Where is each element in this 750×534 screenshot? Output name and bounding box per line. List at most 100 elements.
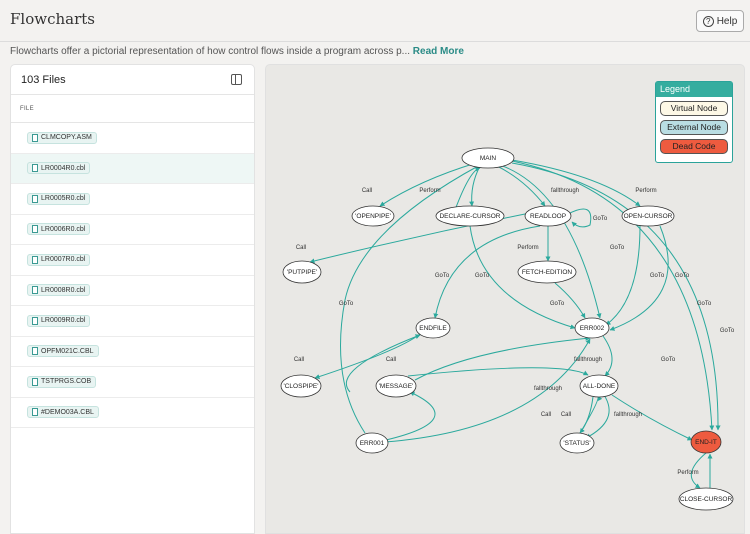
file-icon [32, 133, 38, 142]
file-icon [32, 316, 38, 325]
node-shape[interactable] [355, 432, 389, 454]
flow-edge [340, 164, 481, 434]
node-shape[interactable] [517, 260, 577, 284]
flow-node-closecursor[interactable]: CLOSE-CURSOR [678, 487, 734, 511]
edge-label: Call [561, 412, 571, 418]
flow-node-message[interactable]: 'MESSAGE' [375, 374, 417, 398]
edge-label: fallthrough [534, 386, 562, 392]
flow-node-endit[interactable]: END-IT [690, 430, 722, 454]
edge-label: Call [541, 412, 551, 418]
flow-node-alldone[interactable]: ALL-DONE [579, 374, 619, 398]
file-chip[interactable]: #DEMO03A.CBL [27, 406, 99, 419]
file-row[interactable]: LR0005R0.cbl [11, 184, 254, 215]
node-label: 'OPENPIPE' [355, 213, 391, 220]
flow-node-status[interactable]: 'STATUS' [559, 432, 595, 454]
flow-edge [585, 394, 610, 439]
flow-node-endfile[interactable]: ENDFILE [415, 317, 451, 339]
collapse-panel-icon[interactable] [231, 74, 242, 85]
node-shape[interactable] [579, 374, 619, 398]
flow-node-declare[interactable]: DECLARE-CURSOR [435, 205, 505, 227]
edge-label: Call [296, 245, 306, 251]
flow-edge [511, 159, 641, 207]
flow-edge [602, 335, 613, 377]
file-row[interactable]: LR0007R0.cbl [11, 245, 254, 276]
file-row[interactable]: LR0004R0.cbl [11, 153, 254, 184]
edge-label: GoTo [650, 273, 665, 279]
flow-node-opencursor[interactable]: OPEN-CURSOR [621, 205, 675, 227]
node-shape[interactable] [524, 205, 572, 227]
flow-edge [379, 162, 477, 207]
node-label: CLOSE-CURSOR [680, 496, 733, 503]
edge-label: Perform [677, 470, 698, 476]
node-label: 'STATUS' [563, 440, 590, 447]
flow-edge [384, 338, 591, 443]
file-chip[interactable]: OPFM021C.CBL [27, 345, 99, 358]
legend-virtual-node: Virtual Node [660, 101, 728, 116]
edge-label: Perform [517, 245, 538, 251]
file-name: OPFM021C.CBL [41, 347, 94, 355]
file-icon [32, 347, 38, 356]
flow-node-fetch[interactable]: FETCH-EDITION [517, 260, 577, 284]
flow-edge [433, 225, 541, 319]
node-shape[interactable] [690, 430, 722, 454]
flow-node-readloop[interactable]: READLOOP [524, 205, 572, 227]
file-name: LR0004R0.cbl [41, 164, 86, 172]
file-chip[interactable]: LR0007R0.cbl [27, 253, 91, 266]
file-name: LR0008R0.cbl [41, 286, 86, 294]
node-shape[interactable] [375, 374, 417, 398]
node-shape[interactable] [435, 205, 505, 227]
edge-label: GoTo [697, 301, 712, 307]
flow-node-clospipe[interactable]: 'CLOSPIPE' [280, 374, 322, 398]
node-label: OPEN-CURSOR [624, 213, 673, 220]
file-row[interactable]: CLMCOPY.ASM [11, 123, 254, 154]
flow-edge [469, 165, 481, 207]
read-more-link[interactable]: Read More [412, 46, 464, 57]
flow-node-openpipe[interactable]: 'OPENPIPE' [351, 205, 395, 227]
flow-node-err002[interactable]: ERR002 [574, 317, 610, 339]
file-row[interactable]: OPFM021C.CBL [11, 337, 254, 367]
node-label: END-IT [695, 439, 717, 446]
edge-label: Perform [419, 188, 440, 194]
node-label: ENDFILE [419, 325, 447, 332]
file-chip[interactable]: LR0008R0.cbl [27, 284, 91, 297]
file-icon [32, 408, 38, 417]
edge-label: Call [294, 357, 304, 363]
node-shape[interactable] [351, 205, 395, 227]
edge-label: GoTo [720, 328, 735, 334]
node-shape[interactable] [461, 147, 515, 169]
edge-label: GoTo [435, 273, 450, 279]
node-label: ALL-DONE [583, 383, 616, 390]
edge-label: GoTo [550, 301, 565, 307]
file-icon [32, 225, 38, 234]
file-row[interactable]: LR0008R0.cbl [11, 276, 254, 306]
node-shape[interactable] [621, 205, 675, 227]
file-chip[interactable]: LR0006R0.cbl [27, 223, 91, 236]
node-shape[interactable] [280, 374, 322, 398]
flow-node-main[interactable]: MAIN [461, 147, 515, 169]
file-name: LR0007R0.cbl [41, 256, 86, 264]
flow-node-putpipe[interactable]: 'PUTPIPE' [282, 260, 322, 284]
help-button[interactable]: ? Help [696, 10, 744, 32]
file-chip[interactable]: TSTPRGS.COB [27, 375, 97, 388]
file-row[interactable]: TSTPRGS.COB [11, 367, 254, 398]
node-shape[interactable] [678, 487, 734, 511]
files-count: 103 Files [21, 73, 66, 86]
file-chip[interactable]: CLMCOPY.ASM [27, 131, 97, 144]
file-name: LR0005R0.cbl [41, 195, 86, 203]
file-row[interactable]: LR0009R0.cbl [11, 306, 254, 337]
edge-label: GoTo [661, 357, 676, 363]
file-chip[interactable]: LR0004R0.cbl [27, 162, 91, 175]
node-label: ERR002 [580, 325, 605, 332]
file-row[interactable]: #DEMO03A.CBL [11, 398, 254, 428]
file-row[interactable]: LR0006R0.cbl [11, 215, 254, 245]
file-chip[interactable]: LR0005R0.cbl [27, 192, 91, 205]
node-shape[interactable] [415, 317, 451, 339]
file-name: LR0006R0.cbl [41, 225, 86, 233]
node-shape[interactable] [574, 317, 610, 339]
node-shape[interactable] [559, 432, 595, 454]
flow-node-err001[interactable]: ERR001 [355, 432, 389, 454]
edge-label: fallthrough [614, 412, 642, 418]
file-chip[interactable]: LR0009R0.cbl [27, 314, 91, 327]
node-shape[interactable] [282, 260, 322, 284]
node-label: ERR001 [360, 440, 385, 447]
